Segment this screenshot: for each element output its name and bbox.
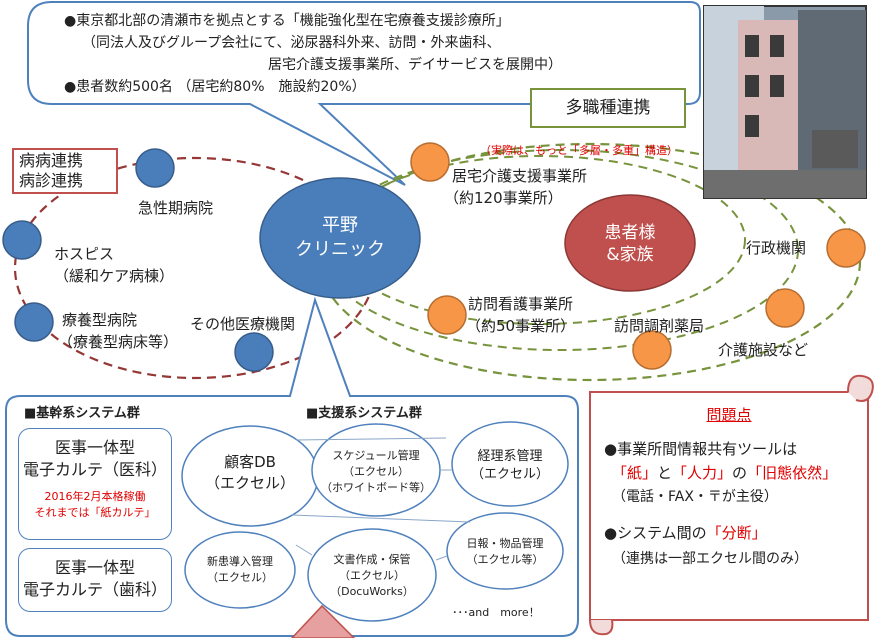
patient-label: 患者様 &家族 [565, 222, 695, 266]
schedule-line-3: （ホワイトボード等） [321, 481, 431, 494]
label-kyotaku-2: （約120事業所） [444, 189, 563, 207]
shinkan-line-2: （エクセル） [207, 571, 273, 584]
schedule-label: スケジュール管理 （エクセル） （ホワイトボード等） [312, 448, 440, 496]
problem-1-to: と [657, 464, 673, 482]
clinic-line-2: クリニック [295, 239, 385, 260]
emr-med-line-2: 電子カルテ（医科） [22, 460, 167, 479]
emr-note-2: それまでは「紙カルテ」 [34, 506, 156, 519]
problems-title: 問題点 [706, 406, 752, 424]
node-acute-hospital [135, 148, 175, 188]
callout-line-2: （同法人及びグループ会社にて、泌尿器科外来、訪問・外来歯科、 [82, 35, 501, 51]
emr-den-line-1: 医事一体型 [54, 558, 135, 577]
problem-1-line-3: （電話・FAX・〒が主役） [612, 489, 778, 505]
callout-line-1: ●東京都北部の清瀬市を拠点とする「機能強化型在宅療養支援診療所」 [64, 13, 510, 29]
clinic-label: 平野 クリニック [260, 214, 420, 262]
label-hospice-1: ホスピス [54, 245, 115, 263]
pink-arrow [290, 604, 356, 638]
core-systems-title: ■基幹系システム群 [24, 406, 140, 421]
patient-line-1: 患者様 [604, 223, 656, 243]
node-hospice [2, 220, 42, 260]
emr-medical-box: 医事一体型 電子カルテ（医科） 2016年2月本格稼働 それまでは「紙カルテ」 [18, 428, 172, 540]
problem-1-paper: 「紙」 [612, 464, 658, 482]
label-gyosei: 行政機関 [746, 239, 807, 257]
bunsho-line-1: 文書作成・保管 [333, 553, 411, 566]
relations-line-1: 病病連携 [19, 151, 84, 170]
problem-2-split: 「分断」 [706, 524, 767, 542]
node-yakkyoku [632, 330, 672, 370]
bunsho-label: 文書作成・保管 （エクセル） （DocuWorks） [308, 552, 436, 600]
keiri-label: 経理系管理 （エクセル） [452, 448, 568, 484]
label-kyotaku-1: 居宅介護支援事業所 [452, 167, 588, 185]
relations-line-2: 病診連携 [19, 171, 84, 190]
problem-1-outdated: 「旧態依然」 [747, 464, 838, 482]
node-gyosei [826, 228, 866, 268]
problem-2-prefix: ●システム間の [604, 524, 707, 542]
emr-dental-box: 医事一体型 電子カルテ（歯科） [18, 548, 172, 612]
relations-label: 病病連携 病診連携 [12, 148, 118, 194]
label-kaigo: 介護施設など [718, 341, 809, 359]
node-kaigo [765, 288, 805, 328]
info-callout-bubble [27, 1, 701, 186]
nippo-line-1: 日報・物品管理 [466, 537, 544, 550]
schedule-line-1: スケジュール管理 [332, 449, 420, 462]
problem-1-manual: 「人力」 [672, 464, 733, 482]
nippo-line-2: （エクセル等） [466, 553, 544, 566]
ell-shinkan [184, 531, 296, 609]
patient-ellipse [564, 194, 696, 292]
emr-note-1: 2016年2月本格稼働 [44, 490, 146, 503]
shinkan-line-1: 新患導入管理 [207, 555, 273, 568]
tagaku-label: 多職種連携 [530, 88, 686, 128]
node-homon-kango [427, 295, 467, 335]
shinkan-label: 新患導入管理 （エクセル） [185, 554, 295, 586]
node-ryoyo-hospital [14, 302, 54, 342]
label-ryoyo-2: （療養型病床等） [58, 333, 179, 351]
problem-2-line-2: （連携は一部エクセル間のみ） [612, 551, 808, 567]
label-other-medical: その他医療機関 [190, 315, 296, 333]
building-photo [703, 5, 867, 199]
clinic-center-ellipse [259, 177, 421, 299]
label-acute: 急性期病院 [138, 199, 214, 217]
system-connectors [291, 437, 471, 561]
bunsho-line-3: （DocuWorks） [330, 585, 414, 598]
ell-nippo [446, 512, 564, 590]
label-yakkyoku: 訪問調剤薬局 [614, 317, 705, 335]
nippo-label: 日報・物品管理 （エクセル等） [447, 536, 563, 568]
callout-line-3: 居宅介護支援事業所、デイサービスを展開中） [268, 57, 562, 73]
customer-db-label: 顧客DB （エクセル） [190, 452, 310, 494]
problem-1-no: の [732, 464, 748, 482]
emr-med-line-1: 医事一体型 [54, 438, 135, 457]
problem-1-line-2: 「紙」と「人力」の「旧態依然」 [612, 462, 837, 483]
problem-2-line-1: ●システム間の「分断」 [604, 522, 767, 543]
support-systems-title: ■支援系システム群 [306, 406, 422, 421]
label-ryoyo-1: 療養型病院 [62, 311, 138, 329]
keiri-line-2: （エクセル） [470, 467, 549, 482]
clinic-line-1: 平野 [322, 215, 358, 236]
ell-keiri [451, 421, 569, 507]
customer-line-1: 顧客DB [224, 453, 276, 471]
ell-bunsho [307, 528, 437, 622]
label-hospice-2: （緩和ケア病棟） [54, 267, 175, 285]
problems-scroll [589, 374, 874, 636]
problem-1-line-1: ●事業所間情報共有ツールは [604, 440, 798, 458]
label-homon-1: 訪問看護事業所 [468, 295, 574, 313]
emr-den-line-2: 電子カルテ（歯科） [22, 580, 167, 599]
keiri-line-1: 経理系管理 [477, 449, 543, 464]
schedule-line-2: （エクセル） [343, 465, 409, 478]
callout-line-4: ●患者数約500名 （居宅約80% 施設約20%） [64, 79, 366, 95]
customer-line-2: （エクセル） [204, 474, 295, 492]
bunsho-line-2: （エクセル） [339, 569, 405, 582]
node-other-medical [234, 332, 274, 372]
node-kyotaku [410, 142, 450, 182]
patient-line-2: &家族 [606, 245, 654, 265]
label-homon-2: （約50事業所） [466, 317, 576, 335]
tagaku-note: （実際は、もっと「多層・多重」構造） [480, 144, 678, 157]
and-more: ･･･and more！ [452, 606, 540, 619]
care-network-ring-middle [321, 149, 799, 351]
